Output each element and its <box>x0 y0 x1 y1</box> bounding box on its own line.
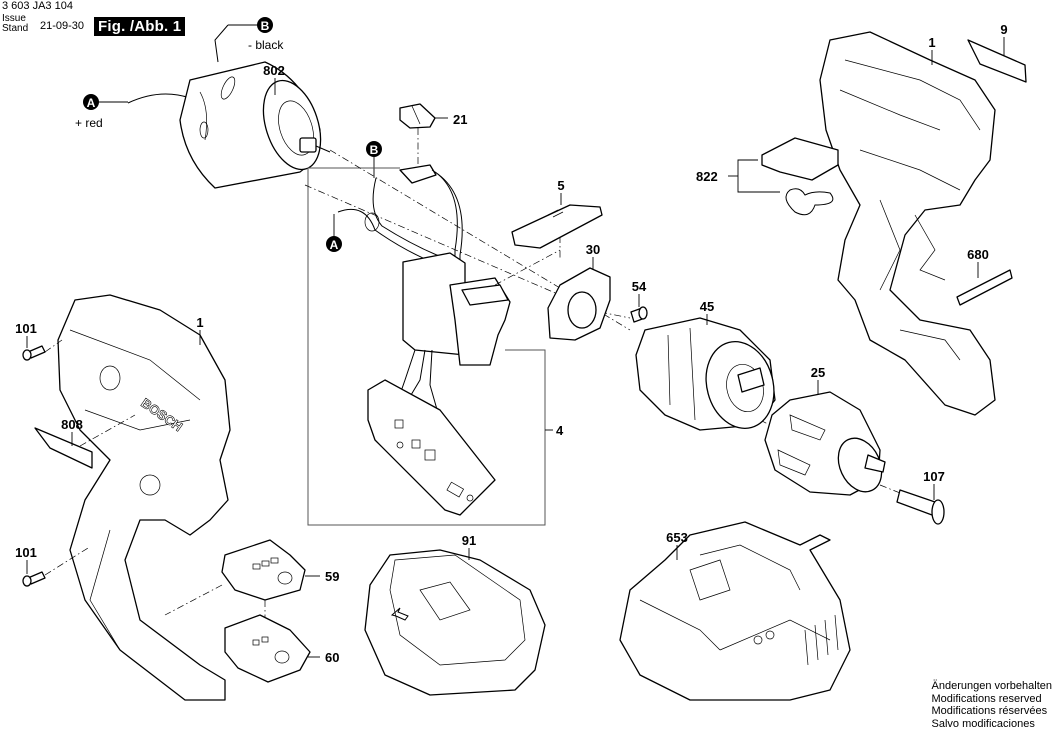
disclaimer-en: Modifications reserved <box>931 692 1042 705</box>
part-number-25: 25 <box>811 365 825 380</box>
issue-label-line2: Stand <box>2 23 29 34</box>
figure-label: Fig. /Abb. 1 <box>94 17 186 36</box>
part-number-802: 802 <box>263 63 285 78</box>
connector-b-marker-top: B <box>228 17 273 33</box>
part-number-101-lower: 101 <box>15 545 37 560</box>
screwdriver-bit-680 <box>956 269 1013 306</box>
part-number-4: 4 <box>556 423 564 438</box>
connector-a-note: + red <box>75 116 103 130</box>
part-number-21: 21 <box>453 112 467 127</box>
part-number-1-right: 1 <box>928 35 935 50</box>
switch-cap-21 <box>399 103 436 129</box>
part-number-59: 59 <box>325 569 339 584</box>
battery-pack-91 <box>364 549 546 696</box>
part-number-45: 45 <box>700 299 714 314</box>
part-number-808: 808 <box>61 417 83 432</box>
motor-bracket-30 <box>547 267 611 341</box>
screw-101-upper <box>22 345 46 361</box>
screw-107 <box>896 489 945 525</box>
gearbox-45 <box>635 317 776 431</box>
chuck-25 <box>764 391 886 496</box>
cover-822 <box>761 137 839 216</box>
part-number-54: 54 <box>632 279 647 294</box>
issue-label-line1: Issue <box>2 13 26 24</box>
part-number-107: 107 <box>923 469 945 484</box>
part-number-101-upper: 101 <box>15 321 37 336</box>
part-number-91: 91 <box>462 533 476 548</box>
connector-a-letter: A <box>87 96 96 110</box>
issue-date: 21-09-30 <box>40 20 85 32</box>
motor-802 <box>127 24 331 189</box>
issue-label: Issue Stand <box>2 14 28 34</box>
nameplate-808 <box>34 427 93 469</box>
part-number-822: 822 <box>696 169 718 184</box>
connector-a-marker-switch: A <box>326 214 342 252</box>
disclaimer-es: Salvo modificaciones <box>931 717 1035 730</box>
part-number-9: 9 <box>1000 22 1007 37</box>
housing-right-1 <box>819 31 996 416</box>
connector-a-marker-top: A <box>83 94 128 110</box>
indicator-cover-59 <box>221 539 306 601</box>
connector-b-marker-switch: B <box>366 141 382 178</box>
document-number: 3 603 JA3 104 <box>2 0 73 12</box>
screw-54 <box>630 306 648 323</box>
indicator-board-60 <box>224 614 311 683</box>
charger-653 <box>619 521 851 701</box>
part-number-680: 680 <box>967 247 989 262</box>
connector-b-letter: B <box>261 19 270 33</box>
assembly-4-bracket <box>307 167 546 526</box>
direction-slide-5 <box>511 204 603 249</box>
connector-b-note: - black <box>248 38 284 52</box>
screw-101-lower <box>22 571 46 587</box>
part-number-30: 30 <box>586 242 600 257</box>
svg-text:B: B <box>370 143 379 157</box>
part-number-5: 5 <box>557 178 564 193</box>
modifications-disclaimer: Änderungen vorbehalten Modifications res… <box>932 680 1052 730</box>
switch-4 <box>367 252 511 516</box>
part-number-1-left: 1 <box>196 315 203 330</box>
disclaimer-fr: Modifications réservées <box>931 705 1048 717</box>
label-9 <box>967 39 1027 83</box>
housing-left-1: BOSCH <box>57 294 231 701</box>
svg-text:A: A <box>330 238 339 252</box>
disclaimer-de: Änderungen vorbehalten <box>931 680 1052 692</box>
part-number-60: 60 <box>325 650 339 665</box>
part-number-653: 653 <box>666 530 688 545</box>
